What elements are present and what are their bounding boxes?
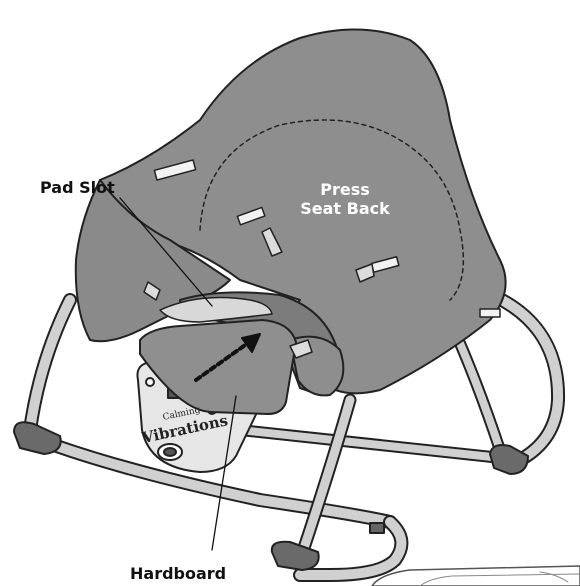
press-label-line-2: Seat Back — [280, 199, 410, 218]
pad-slot-label: Pad Slot — [40, 180, 115, 196]
press-label-line-1: Press — [280, 180, 410, 199]
press-seat-back-label: Press Seat Back — [280, 180, 410, 218]
hardboard-label: Hardboard — [130, 566, 226, 582]
